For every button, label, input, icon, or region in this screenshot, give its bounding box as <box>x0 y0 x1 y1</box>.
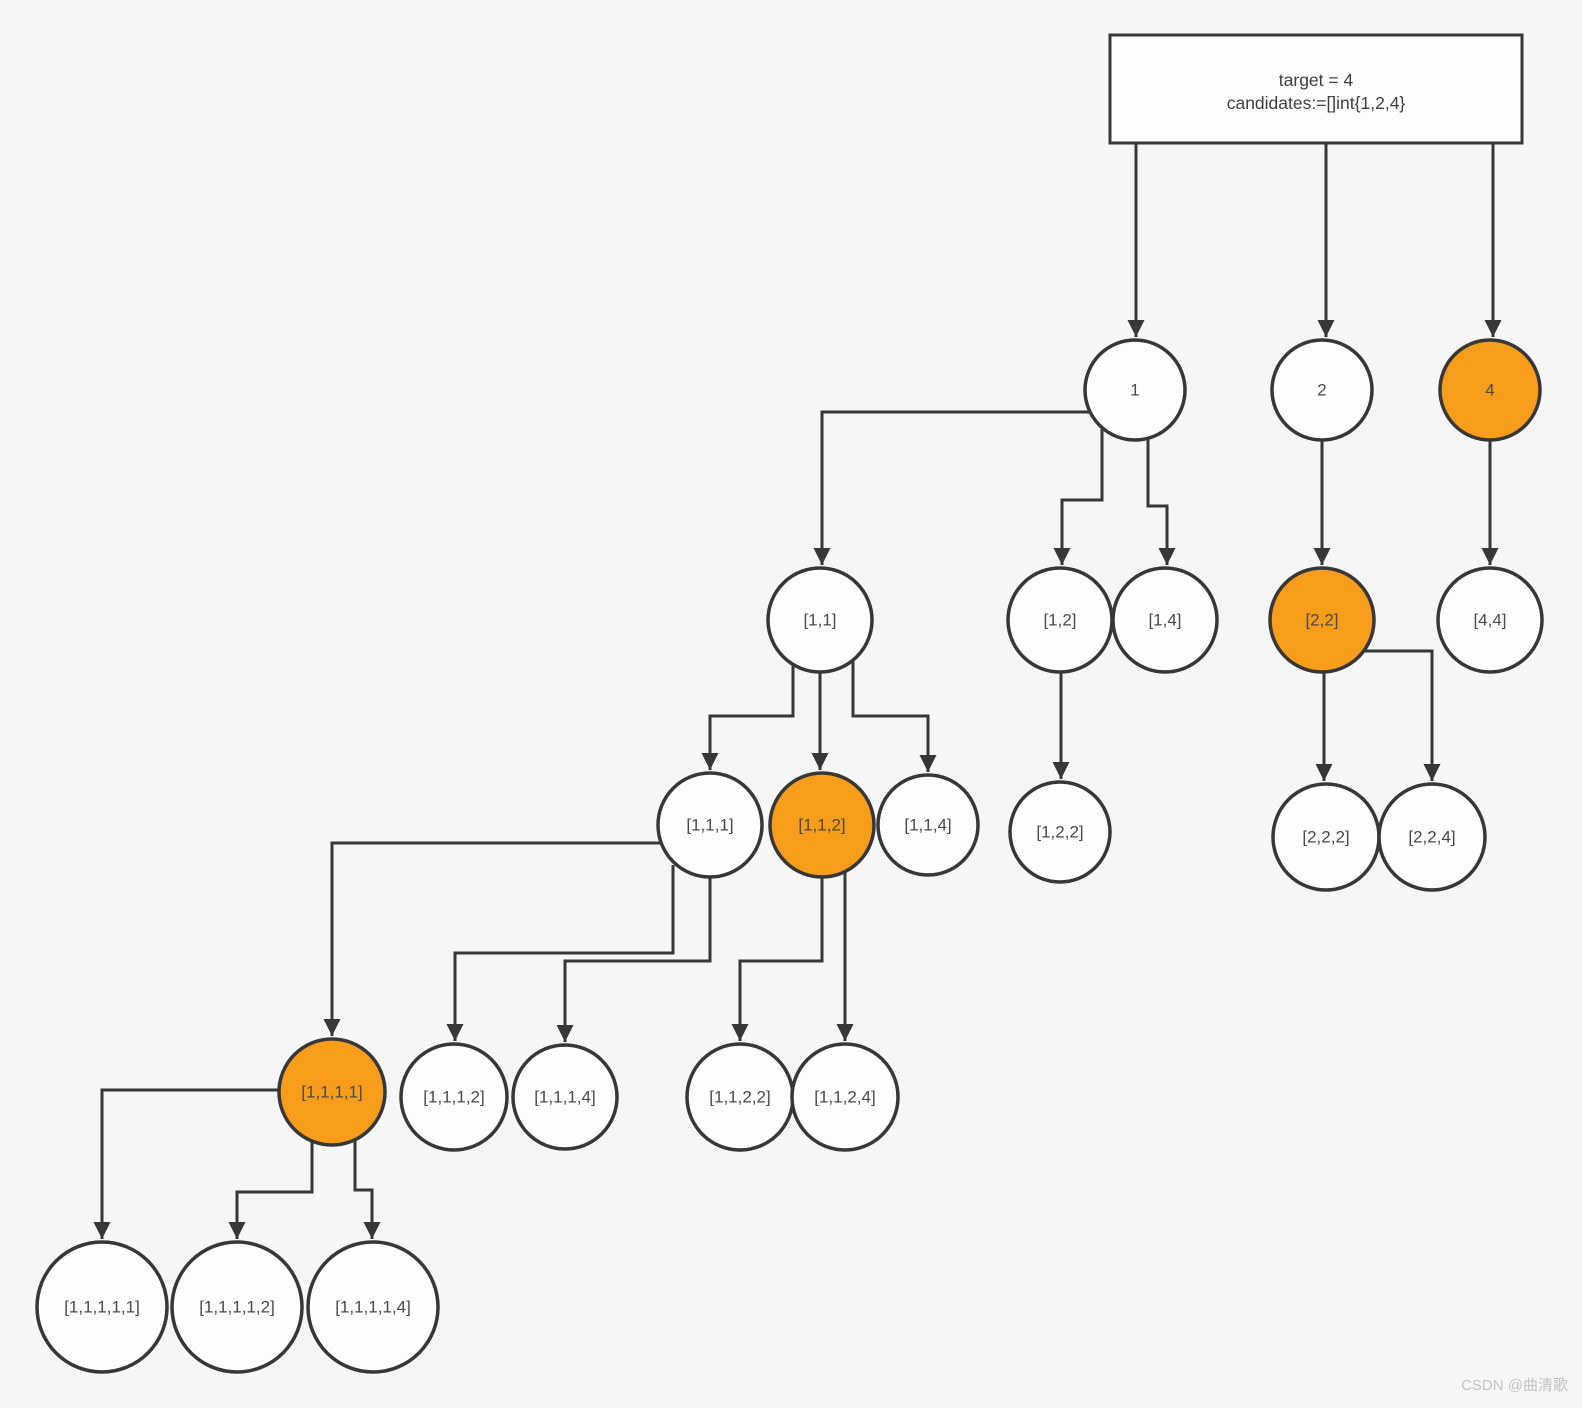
node-2-2-4: [2,2,4] <box>1377 782 1487 892</box>
node-2-2-2: [2,2,2] <box>1271 782 1381 892</box>
node-1-1-2-circle <box>768 771 876 879</box>
node-1-4-circle <box>1111 566 1219 674</box>
node-1-1-label: [1,1] <box>803 611 836 630</box>
node-1-1-1-1-1-circle <box>35 1240 169 1374</box>
node-1-1-1-1: [1,1,1,1] <box>277 1037 387 1147</box>
node-1-1-1-2: [1,1,1,2] <box>399 1042 509 1152</box>
node-1-1-1-4-circle <box>511 1043 619 1151</box>
edge-1-to-12 <box>1053 428 1104 565</box>
csdn-watermark: CSDN @曲清歌 <box>1461 1377 1568 1394</box>
node-1-label: 1 <box>1130 381 1139 400</box>
params-box: target = 4 candidates:=[]int{1,2,4} <box>1108 33 1524 145</box>
node-1-1-1: [1,1,1] <box>656 771 764 879</box>
node-4-label: 4 <box>1485 381 1494 400</box>
edge-22-to-224 <box>1358 649 1441 781</box>
edge-11-to-114 <box>851 655 937 772</box>
nodes-layer: 1 2 4 [1,1] [1,2] [1,4] [2,2] [4,4] <box>35 338 1544 1374</box>
node-2-circle <box>1270 338 1374 442</box>
node-2: 2 <box>1270 338 1374 442</box>
node-1-2-2-circle <box>1008 780 1112 884</box>
node-2-2-2-label: [2,2,2] <box>1302 828 1349 847</box>
node-1-1-1-2-label: [1,1,1,2] <box>423 1088 484 1107</box>
node-1-1-1-1-4: [1,1,1,1,4] <box>306 1240 440 1374</box>
node-1: 1 <box>1083 338 1187 442</box>
node-1-2-2: [1,2,2] <box>1008 780 1112 884</box>
node-4-4-circle <box>1436 566 1544 674</box>
node-2-label: 2 <box>1317 381 1326 400</box>
node-1-circle <box>1083 338 1187 442</box>
edge-1-to-14 <box>1146 428 1176 565</box>
node-1-4: [1,4] <box>1111 566 1219 674</box>
node-1-1-1-1-1-label: [1,1,1,1,1] <box>64 1298 140 1317</box>
node-1-1: [1,1] <box>766 566 874 674</box>
node-1-1-1-1-4-label: [1,1,1,1,4] <box>335 1298 411 1317</box>
node-1-1-4-label: [1,1,4] <box>904 816 951 835</box>
edge-11-to-111 <box>701 655 795 770</box>
node-4-4: [4,4] <box>1436 566 1544 674</box>
node-1-1-1-label: [1,1,1] <box>686 816 733 835</box>
node-1-1-1-1-circle <box>277 1037 387 1147</box>
node-1-1-1-1-4-circle <box>306 1240 440 1374</box>
node-1-1-4-circle <box>876 773 980 877</box>
node-2-2-4-label: [2,2,4] <box>1408 828 1455 847</box>
node-2-2: [2,2] <box>1268 566 1376 674</box>
edge-1111-to-11112 <box>228 1138 314 1239</box>
edge-1111-to-11114 <box>353 1140 381 1239</box>
edge-111-to-1112 <box>446 865 675 1041</box>
edge-1-to-11 <box>813 410 1100 565</box>
node-1-1-1-1-1: [1,1,1,1,1] <box>35 1240 169 1374</box>
node-1-1-2: [1,1,2] <box>768 771 876 879</box>
node-1-1-1-4: [1,1,1,4] <box>511 1043 619 1151</box>
node-2-2-circle <box>1268 566 1376 674</box>
params-box-rect <box>1108 33 1524 145</box>
node-1-1-1-circle <box>656 771 764 879</box>
node-1-1-2-4-circle <box>790 1042 900 1152</box>
node-1-1-1-2-circle <box>399 1042 509 1152</box>
node-1-1-2-2: [1,1,2,2] <box>685 1042 795 1152</box>
node-2-2-label: [2,2] <box>1305 611 1338 630</box>
node-1-4-label: [1,4] <box>1148 611 1181 630</box>
edge-112-to-1122 <box>731 872 824 1041</box>
node-1-1-1-4-label: [1,1,1,4] <box>534 1088 595 1107</box>
params-line-target: target = 4 <box>1279 70 1354 90</box>
node-1-2: [1,2] <box>1006 566 1114 674</box>
node-1-1-1-1-2-circle <box>170 1240 304 1374</box>
node-2-2-4-circle <box>1377 782 1487 892</box>
node-1-1-2-2-label: [1,1,2,2] <box>709 1088 770 1107</box>
node-1-2-label: [1,2] <box>1043 611 1076 630</box>
node-1-1-2-4-label: [1,1,2,4] <box>814 1088 875 1107</box>
node-1-1-circle <box>766 566 874 674</box>
edge-111-to-1111 <box>323 841 665 1036</box>
node-4-4-label: [4,4] <box>1473 611 1506 630</box>
node-1-1-4: [1,1,4] <box>876 773 980 877</box>
node-1-1-1-1-2: [1,1,1,1,2] <box>170 1240 304 1374</box>
edge-111-to-1114 <box>556 872 712 1042</box>
node-1-1-1-1-label: [1,1,1,1] <box>301 1083 362 1102</box>
node-4: 4 <box>1438 338 1542 442</box>
node-1-1-1-1-2-label: [1,1,1,1,2] <box>199 1298 275 1317</box>
node-4-circle <box>1438 338 1542 442</box>
params-line-candidates: candidates:=[]int{1,2,4} <box>1227 93 1406 113</box>
node-1-2-2-label: [1,2,2] <box>1036 823 1083 842</box>
edge-1111-to-11111 <box>93 1088 285 1239</box>
edges-layer <box>93 144 1502 1239</box>
node-1-1-2-label: [1,1,2] <box>798 816 845 835</box>
node-1-1-2-4: [1,1,2,4] <box>790 1042 900 1152</box>
